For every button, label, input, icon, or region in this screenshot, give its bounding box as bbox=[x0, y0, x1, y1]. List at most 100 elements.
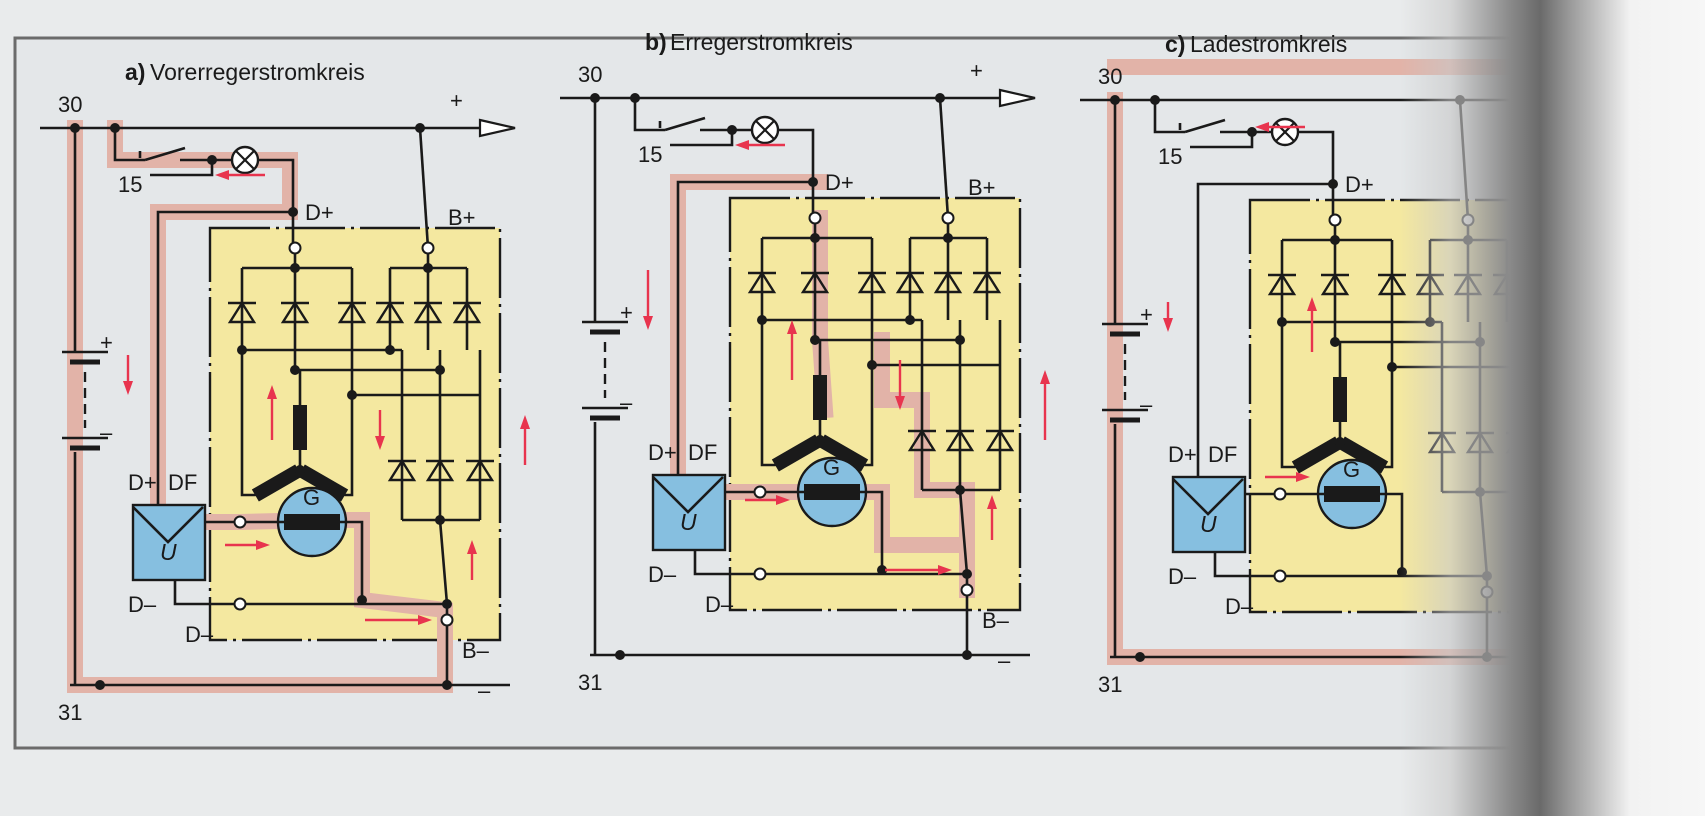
diode-icon bbox=[425, 458, 455, 482]
b-minus-label: B– bbox=[462, 638, 490, 663]
diode-icon bbox=[375, 300, 405, 324]
diode-triangle bbox=[985, 428, 1015, 452]
regulator-d-minus-label: D– bbox=[648, 562, 677, 587]
terminal-15-wire bbox=[1190, 132, 1254, 149]
current-arrow-icon bbox=[1307, 297, 1317, 352]
terminal-open bbox=[421, 241, 435, 255]
current-arrow-icon bbox=[375, 410, 385, 450]
junction-dot bbox=[615, 650, 625, 660]
junction-dot bbox=[290, 365, 300, 375]
arrow-head bbox=[735, 140, 749, 150]
stator-coil-icon bbox=[297, 464, 349, 502]
stator-coil-icon bbox=[1333, 377, 1347, 422]
diode-triangle bbox=[280, 300, 310, 324]
arrow-head bbox=[787, 320, 797, 334]
rotor-bar bbox=[284, 514, 340, 530]
regulator-d-plus-wire bbox=[156, 210, 293, 505]
wire bbox=[693, 550, 760, 576]
circuit-panel-b: b)Erregerstromkreis3015D+UD+DFGD–D–31+–+… bbox=[560, 29, 1050, 695]
diode-icon bbox=[452, 300, 482, 324]
diode-icon bbox=[337, 300, 367, 324]
switch-wire bbox=[1153, 100, 1185, 134]
current-arrow-icon bbox=[225, 540, 270, 550]
diode-icon bbox=[933, 270, 963, 294]
diode-icon bbox=[972, 270, 1002, 294]
terminal-open bbox=[288, 241, 302, 255]
charge-lamp-icon bbox=[230, 145, 260, 175]
d-plus-label: D+ bbox=[825, 170, 854, 195]
terminal-30-label: 30 bbox=[58, 92, 82, 117]
terminal-15-wire bbox=[150, 160, 214, 177]
battery-minus-label: – bbox=[1140, 392, 1153, 417]
current-arrow-icon bbox=[987, 495, 997, 540]
arrow-head bbox=[256, 540, 270, 550]
stator-coil-icon bbox=[813, 375, 827, 420]
diode-icon bbox=[895, 270, 925, 294]
panel-title: Vorerregerstromkreis bbox=[150, 59, 365, 85]
panel-title: Erregerstromkreis bbox=[670, 29, 853, 55]
arrow-head bbox=[1255, 122, 1269, 132]
current-arrow-icon bbox=[643, 270, 653, 330]
generator-g-label: G bbox=[1343, 457, 1360, 482]
stator-coil-icon bbox=[817, 434, 869, 472]
arrow-head bbox=[1040, 370, 1050, 384]
regulator-df-label: DF bbox=[168, 470, 197, 495]
terminal-open bbox=[1273, 487, 1287, 501]
junction-dot bbox=[1330, 337, 1340, 347]
terminal-open bbox=[753, 567, 767, 581]
arrow-head bbox=[520, 415, 530, 429]
stator-coil-icon bbox=[1337, 436, 1389, 474]
terminal-open bbox=[808, 211, 822, 225]
voltage-regulator-icon bbox=[1171, 475, 1247, 554]
stator-coil-icon bbox=[771, 434, 823, 472]
regulator-d-plus-wire bbox=[1196, 182, 1333, 477]
diode-triangle bbox=[1267, 272, 1297, 296]
arrow-head bbox=[467, 540, 477, 554]
battery-plus-label: + bbox=[620, 300, 633, 325]
terminal-15-label: 15 bbox=[118, 172, 142, 197]
diode-triangle bbox=[945, 428, 975, 452]
terminal-31-label: 31 bbox=[58, 700, 82, 725]
stator-coil-icon bbox=[293, 405, 307, 450]
diode-triangle bbox=[907, 428, 937, 452]
battery-minus-label: – bbox=[100, 420, 113, 445]
output-minus-label: – bbox=[478, 678, 491, 703]
diode-triangle bbox=[425, 458, 455, 482]
regulator-u-label: U bbox=[160, 539, 177, 565]
terminal-30-label: 30 bbox=[578, 62, 602, 87]
diode-icon bbox=[413, 300, 443, 324]
stator-coil-icon bbox=[1291, 436, 1343, 474]
b-plus-wire bbox=[418, 127, 430, 249]
diode-icon bbox=[280, 300, 310, 324]
regulator-d-minus-label: D– bbox=[128, 592, 157, 617]
output-plus-label: + bbox=[970, 58, 983, 83]
arrow-head bbox=[1307, 297, 1317, 311]
current-arrow-icon bbox=[1163, 302, 1173, 332]
b-plus-label: B+ bbox=[968, 175, 996, 200]
regulator-symbol bbox=[1172, 478, 1244, 516]
diode-triangle bbox=[227, 300, 257, 324]
regulator-symbol bbox=[652, 476, 724, 514]
output-plus-label: + bbox=[450, 88, 463, 113]
regulator-df-label: DF bbox=[688, 440, 717, 465]
wire bbox=[173, 580, 240, 606]
panel-title-prefix: c) bbox=[1165, 31, 1185, 57]
current-arrow-icon bbox=[365, 615, 432, 625]
switch-wire bbox=[633, 98, 665, 132]
wire bbox=[1213, 552, 1280, 578]
ignition-switch bbox=[664, 116, 706, 132]
terminal-open bbox=[941, 211, 955, 225]
lamp-cross bbox=[235, 150, 255, 170]
current-arrow-icon bbox=[1040, 370, 1050, 440]
generator-g-label: G bbox=[303, 485, 320, 510]
terminal-open bbox=[1328, 213, 1342, 227]
terminal-15-label: 15 bbox=[1158, 144, 1182, 169]
diode-icon bbox=[985, 428, 1015, 452]
b-minus-label: B– bbox=[982, 608, 1010, 633]
d-plus-wire bbox=[1298, 130, 1335, 220]
diode-icon bbox=[387, 458, 417, 482]
junction-dot bbox=[357, 595, 367, 605]
voltage-regulator-icon bbox=[131, 503, 207, 582]
regulator-symbol bbox=[132, 506, 204, 544]
terminal-31-label: 31 bbox=[578, 670, 602, 695]
